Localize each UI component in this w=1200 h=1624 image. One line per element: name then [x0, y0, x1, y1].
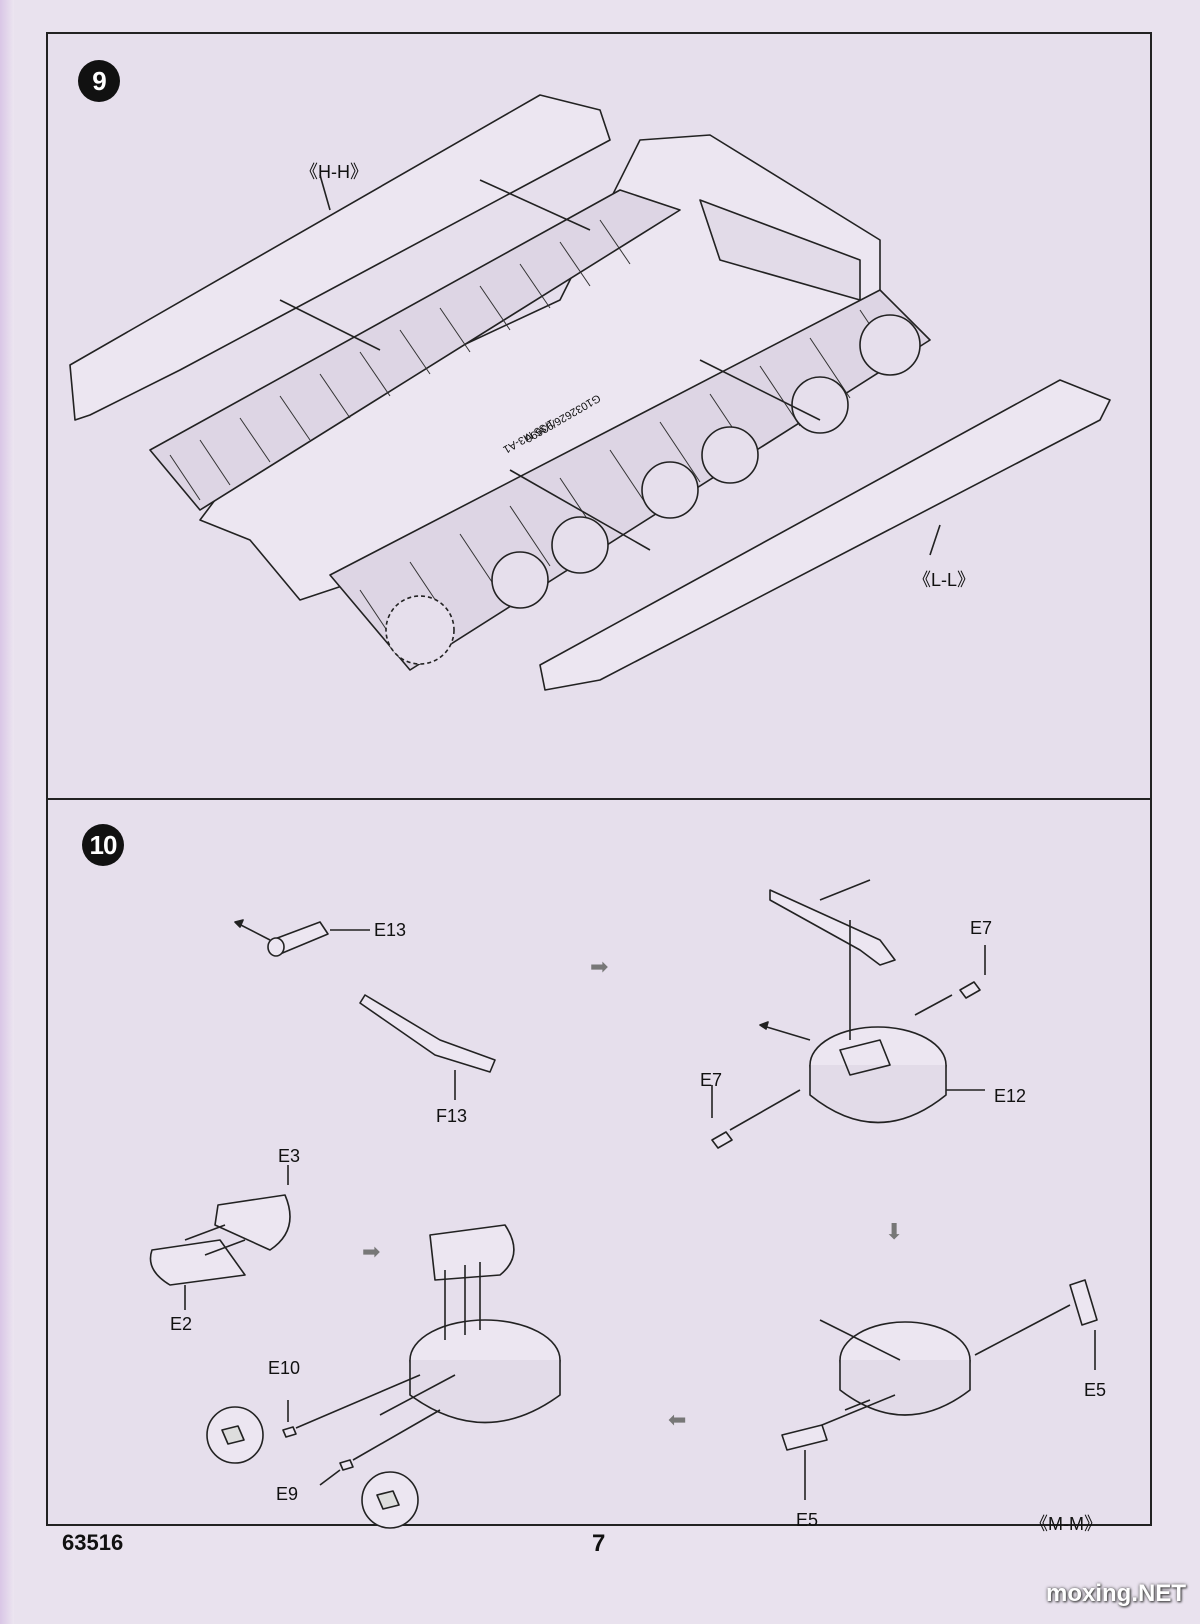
step-9-badge: 9: [78, 60, 120, 102]
road-wheel: [791, 376, 849, 434]
part-e5-bottom: [781, 1424, 828, 1451]
page-binding-edge: [0, 0, 14, 1624]
road-wheel: [491, 551, 549, 609]
part-e12: [809, 1026, 947, 1124]
label-e9: E9: [276, 1484, 299, 1504]
label-e5-right: E5: [1084, 1380, 1107, 1400]
page-number: 7: [592, 1530, 606, 1557]
turret-assembly-right: [819, 1319, 971, 1416]
label-f13: F13: [436, 1106, 468, 1126]
label-mm: 《M-M》: [1030, 1514, 1102, 1534]
step-divider: [46, 798, 1152, 800]
sequence-arrow-right-top: ➡: [590, 955, 609, 980]
kit-number: 63516: [62, 1530, 124, 1555]
label-e7-top: E7: [970, 918, 993, 938]
part-f13: [359, 994, 496, 1073]
sequence-arrow-left: ⬅: [668, 1408, 687, 1433]
label-hh: 《H-H》: [300, 162, 368, 182]
site-watermark: moxing.NET: [1046, 1580, 1187, 1607]
label-e10: E10: [268, 1358, 301, 1378]
part-e7-top: [959, 981, 981, 999]
label-e12: E12: [994, 1086, 1027, 1106]
sponson-plate-ll: [539, 379, 1111, 691]
label-e2: E2: [170, 1314, 193, 1334]
label-e13: E13: [374, 920, 407, 940]
drive-sprocket: [385, 595, 455, 665]
part-top-gun: [769, 889, 896, 966]
turret-assembly-mid: [379, 1224, 561, 1424]
part-e9: [339, 1459, 354, 1471]
part-e2: [149, 1239, 246, 1286]
label-e3: E3: [278, 1146, 301, 1166]
label-e5-bottom: E5: [796, 1510, 819, 1530]
road-wheel: [551, 516, 609, 574]
label-e7-left: E7: [700, 1070, 723, 1090]
part-e7-left: [711, 1131, 733, 1149]
road-wheel: [701, 426, 759, 484]
sequence-arrow-right-mid: ➡: [362, 1240, 381, 1265]
label-ll: 《L-L》: [913, 570, 976, 590]
left-track: [149, 189, 681, 511]
road-wheel: [641, 461, 699, 519]
sequence-arrow-down: ⬇: [885, 1220, 904, 1245]
idler-wheel: [859, 314, 921, 376]
step-10-badge: 10: [82, 824, 124, 866]
sponson-plate-hh: [69, 94, 611, 421]
part-e10: [282, 1426, 297, 1438]
part-e5-right: [1069, 1279, 1098, 1326]
part-e3: [214, 1194, 291, 1251]
